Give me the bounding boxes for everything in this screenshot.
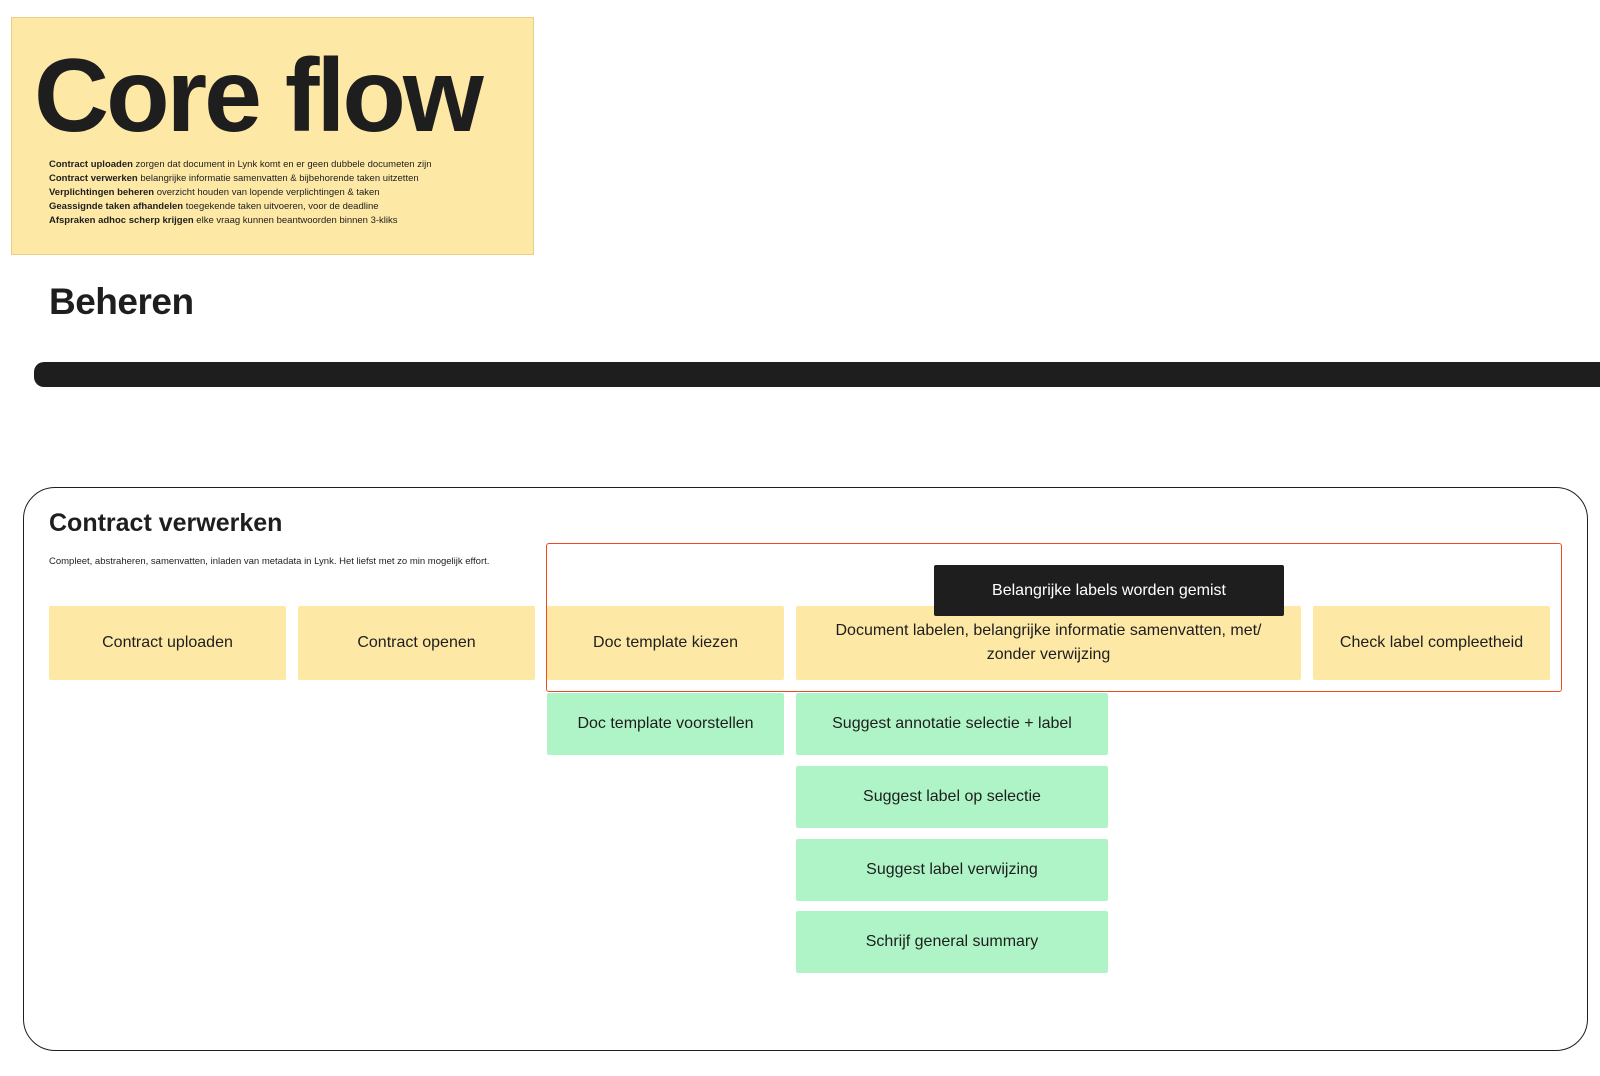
- core-flow-title-card[interactable]: Core flow Contract uploaden zorgen dat d…: [11, 17, 534, 255]
- step-document-labelen[interactable]: Document labelen, belangrijke informatie…: [796, 606, 1301, 680]
- goal-item: Afspraken adhoc scherp krijgen elke vraa…: [49, 214, 431, 228]
- goal-text: toegekende taken uitvoeren, voor de dead…: [183, 201, 379, 212]
- step-label: Contract uploaden: [102, 634, 233, 651]
- goal-name: Verplichtingen beheren: [49, 187, 155, 198]
- step-label: Doc template kiezen: [593, 634, 738, 651]
- step-label: Check label compleetheid: [1339, 634, 1524, 651]
- suggestion-doc-template-voorstellen[interactable]: Doc template voorstellen: [547, 693, 784, 755]
- goal-text: zorgen dat document in Lynk komt en er g…: [132, 159, 432, 170]
- suggestion-label: Suggest annotatie selectie + label: [832, 715, 1072, 732]
- goal-text: belangrijke informatie samenvatten & bij…: [137, 173, 419, 184]
- goal-name: Afspraken adhoc scherp krijgen: [49, 215, 194, 226]
- pain-point-highlight[interactable]: [546, 543, 1562, 692]
- step-label: Contract openen: [357, 634, 476, 651]
- goal-name: Contract verwerken: [49, 173, 138, 184]
- pain-point-label: Belangrijke labels worden gemist: [934, 565, 1284, 616]
- frame-title: Contract verwerken: [49, 509, 283, 537]
- goal-item: Contract verwerken belangrijke informati…: [49, 172, 431, 186]
- suggestion-label-verwijzing[interactable]: Suggest label verwijzing: [796, 839, 1108, 901]
- goal-item: Verplichtingen beheren overzicht houden …: [49, 186, 431, 200]
- goal-name: Contract uploaden: [49, 159, 133, 170]
- suggestion-annotatie-selectie[interactable]: Suggest annotatie selectie + label: [796, 693, 1108, 755]
- suggestion-general-summary[interactable]: Schrijf general summary: [796, 911, 1108, 973]
- goal-item: Geassigndе taken afhandelen toegekende t…: [49, 200, 431, 214]
- pain-point-text: Belangrijke labels worden gemist: [992, 581, 1226, 599]
- step-doc-template-kiezen[interactable]: Doc template kiezen: [547, 606, 784, 680]
- goal-item: Contract uploaden zorgen dat document in…: [49, 158, 431, 172]
- core-flow-title: Core flow: [34, 38, 484, 154]
- suggestion-label: Doc template voorstellen: [577, 715, 754, 732]
- step-contract-uploaden[interactable]: Contract uploaden: [49, 606, 286, 680]
- suggestion-label: Suggest label op selectie: [863, 788, 1041, 805]
- goals-list: Contract uploaden zorgen dat document in…: [49, 158, 431, 228]
- goal-text: elke vraag kunnen beantwoorden binnen 3-…: [193, 215, 398, 226]
- section-title: Beheren: [49, 281, 194, 322]
- step-contract-openen[interactable]: Contract openen: [298, 606, 535, 680]
- contract-verwerken-frame[interactable]: [23, 487, 1588, 1051]
- goal-name: Geassigndе taken afhandelen: [49, 201, 184, 212]
- suggestion-label: Suggest label verwijzing: [866, 861, 1038, 878]
- suggestion-label: Schrijf general summary: [865, 933, 1039, 950]
- goal-text: overzicht houden van lopende verplichtin…: [154, 187, 380, 198]
- frame-description: Compleet, abstraheren, samenvatten, inla…: [49, 556, 490, 567]
- section-divider-bar: [34, 362, 1600, 387]
- step-check-label-compleetheid[interactable]: Check label compleetheid: [1313, 606, 1550, 680]
- suggestion-label-op-selectie[interactable]: Suggest label op selectie: [796, 766, 1108, 828]
- step-label: Document labelen, belangrijke informatie…: [835, 622, 1262, 663]
